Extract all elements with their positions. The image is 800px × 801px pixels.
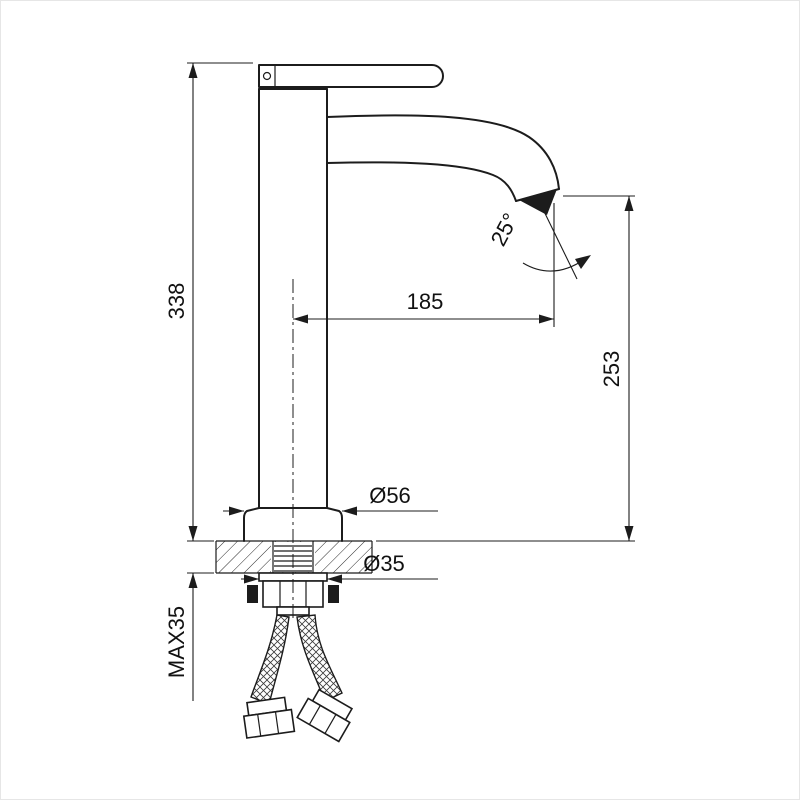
hose-left [250,614,290,705]
dimension-mounting-hole: Ø35 [241,551,438,584]
faucet-outline [215,64,560,743]
hose-nut-right [296,688,354,743]
dimension-overall-height: 338 [164,62,253,542]
dimension-max-deck-thickness: MAX35 [164,572,214,701]
dimension-spout-reach: 185 [293,203,555,327]
hose-nut-left [242,696,296,739]
overall-height-label: 338 [164,283,189,320]
dimension-base-diameter: Ø56 [223,483,438,516]
max-deck-thickness-label: MAX35 [164,606,189,678]
outlet-height-label: 253 [599,351,624,388]
countertop-section [215,540,373,574]
hose-right [296,614,343,702]
mounting-stud-left [247,585,258,603]
spout [326,114,560,215]
aerator-outlet-icon [519,189,557,215]
supply-hoses [242,614,354,743]
outlet-angle-label: 25° [486,209,524,250]
base-diameter-label: Ø56 [369,483,411,508]
mounting-hole-label: Ø35 [363,551,405,576]
lever-pivot-icon [262,71,272,81]
base-flange [243,507,343,542]
mounting-stud-right [328,585,339,603]
dimension-outlet-height: 253 [376,195,635,542]
lever-handle [258,64,444,88]
spout-reach-label: 185 [407,289,444,314]
